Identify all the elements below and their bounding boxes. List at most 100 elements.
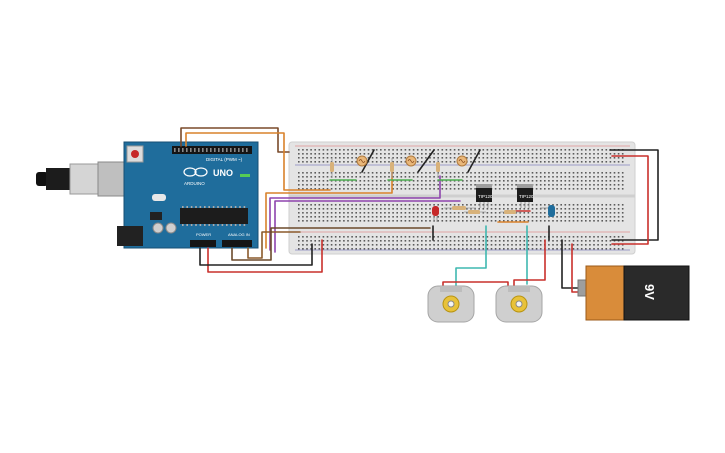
breadboard-hole[interactable] xyxy=(396,161,398,163)
breadboard-hole[interactable] xyxy=(617,188,620,190)
breadboard-hole[interactable] xyxy=(515,161,517,163)
breadboard-hole[interactable] xyxy=(306,184,308,186)
breadboard-hole[interactable] xyxy=(314,188,316,190)
breadboard-hole[interactable] xyxy=(580,172,583,174)
breadboard-hole[interactable] xyxy=(322,216,325,218)
breadboard-hole[interactable] xyxy=(580,208,583,210)
breadboard-hole[interactable] xyxy=(568,220,571,222)
breadboard-hole[interactable] xyxy=(371,176,374,178)
breadboard-hole[interactable] xyxy=(470,248,472,250)
breadboard-hole[interactable] xyxy=(519,172,521,174)
breadboard-hole[interactable] xyxy=(347,212,349,214)
breadboard-hole[interactable] xyxy=(330,216,333,218)
breadboard-hole[interactable] xyxy=(482,161,485,163)
breadboard-hole[interactable] xyxy=(494,216,497,218)
breadboard-hole[interactable] xyxy=(425,204,427,206)
breadboard-hole[interactable] xyxy=(384,149,386,151)
breadboard-hole[interactable] xyxy=(503,244,505,246)
breadboard-hole[interactable] xyxy=(449,240,452,242)
breadboard-hole[interactable] xyxy=(404,188,407,190)
breadboard-hole[interactable] xyxy=(314,248,316,250)
breadboard-hole[interactable] xyxy=(416,180,419,182)
breadboard-hole[interactable] xyxy=(400,220,403,222)
breadboard-hole[interactable] xyxy=(347,244,349,246)
breadboard-hole[interactable] xyxy=(347,149,349,151)
breadboard-hole[interactable] xyxy=(306,161,308,163)
breadboard-hole[interactable] xyxy=(539,220,542,222)
breadboard-hole[interactable] xyxy=(498,184,501,186)
breadboard-hole[interactable] xyxy=(548,220,550,222)
wire-black-rail[interactable] xyxy=(609,149,659,241)
breadboard-hole[interactable] xyxy=(453,188,456,190)
breadboard-hole[interactable] xyxy=(470,172,472,174)
breadboard-hole[interactable] xyxy=(359,212,362,214)
breadboard-hole[interactable] xyxy=(474,248,476,250)
arduino-uno-board[interactable]: DIGITAL (PWM ~) UNO ARDUINO POWER ANALOG… xyxy=(117,141,259,249)
breadboard-hole[interactable] xyxy=(367,212,370,214)
breadboard-hole[interactable] xyxy=(367,172,370,174)
breadboard-hole[interactable] xyxy=(593,236,595,238)
breadboard-hole[interactable] xyxy=(544,220,546,222)
breadboard-hole[interactable] xyxy=(343,172,345,174)
breadboard-hole[interactable] xyxy=(494,161,497,163)
breadboard-hole[interactable] xyxy=(527,236,530,238)
breadboard-hole[interactable] xyxy=(302,153,304,155)
breadboard-hole[interactable] xyxy=(482,204,485,206)
breadboard-hole[interactable] xyxy=(347,208,349,210)
breadboard-hole[interactable] xyxy=(367,176,370,178)
breadboard-hole[interactable] xyxy=(339,172,341,174)
breadboard-hole[interactable] xyxy=(449,153,452,155)
breadboard-hole[interactable] xyxy=(339,212,341,214)
breadboard-hole[interactable] xyxy=(302,172,304,174)
breadboard-hole[interactable] xyxy=(457,204,460,206)
breadboard-hole[interactable] xyxy=(363,149,366,151)
breadboard-hole[interactable] xyxy=(359,240,362,242)
breadboard-hole[interactable] xyxy=(503,220,505,222)
breadboard-hole[interactable] xyxy=(314,208,316,210)
usb-cable[interactable] xyxy=(36,161,131,197)
breadboard-hole[interactable] xyxy=(416,236,419,238)
breadboard-hole[interactable] xyxy=(351,176,353,178)
breadboard-hole[interactable] xyxy=(396,220,398,222)
breadboard-hole[interactable] xyxy=(375,153,378,155)
breadboard-hole[interactable] xyxy=(445,149,448,151)
breadboard-hole[interactable] xyxy=(326,149,329,151)
breadboard-hole[interactable] xyxy=(486,149,489,151)
breadboard-hole[interactable] xyxy=(351,188,353,190)
breadboard-hole[interactable] xyxy=(498,240,501,242)
breadboard-hole[interactable] xyxy=(527,216,530,218)
breadboard-hole[interactable] xyxy=(375,172,378,174)
breadboard-hole[interactable] xyxy=(388,240,390,242)
breadboard-hole[interactable] xyxy=(621,244,624,246)
breadboard-hole[interactable] xyxy=(371,220,374,222)
breadboard-hole[interactable] xyxy=(519,153,521,155)
breadboard-hole[interactable] xyxy=(347,248,349,250)
breadboard-hole[interactable] xyxy=(609,188,612,190)
breadboard-hole[interactable] xyxy=(548,240,550,242)
breadboard-hole[interactable] xyxy=(298,220,300,222)
breadboard-hole[interactable] xyxy=(601,208,603,210)
breadboard-hole[interactable] xyxy=(617,220,620,222)
breadboard-hole[interactable] xyxy=(511,220,513,222)
breadboard-hole[interactable] xyxy=(527,172,530,174)
breadboard-hole[interactable] xyxy=(375,248,378,250)
breadboard-hole[interactable] xyxy=(318,212,321,214)
breadboard-hole[interactable] xyxy=(601,188,603,190)
breadboard-hole[interactable] xyxy=(326,212,329,214)
breadboard-hole[interactable] xyxy=(453,236,456,238)
breadboard-hole[interactable] xyxy=(548,244,550,246)
breadboard-hole[interactable] xyxy=(597,208,599,210)
breadboard-hole[interactable] xyxy=(552,157,554,159)
breadboard-hole[interactable] xyxy=(359,184,362,186)
breadboard-hole[interactable] xyxy=(621,153,624,155)
photoresistor-3[interactable] xyxy=(456,155,468,167)
breadboard-hole[interactable] xyxy=(457,184,460,186)
breadboard-hole[interactable] xyxy=(601,236,603,238)
breadboard-hole[interactable] xyxy=(498,180,501,182)
breadboard-hole[interactable] xyxy=(466,216,468,218)
breadboard-hole[interactable] xyxy=(519,244,521,246)
breadboard-hole[interactable] xyxy=(445,248,448,250)
breadboard-hole[interactable] xyxy=(453,244,456,246)
breadboard-hole[interactable] xyxy=(429,172,431,174)
breadboard-hole[interactable] xyxy=(601,172,603,174)
